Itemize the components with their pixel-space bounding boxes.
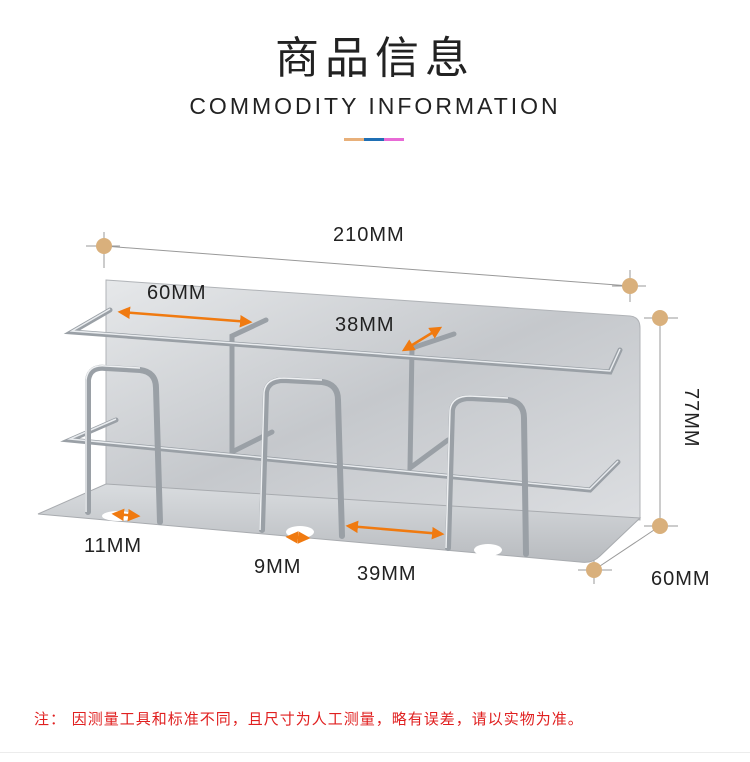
dim-cup-slot-depth: 38MM	[335, 314, 395, 336]
measurement-disclaimer: 注： 因测量工具和标准不同，且尺寸为人工测量，略有误差，请以实物为准。	[34, 710, 584, 728]
dim-small-gap: 11MM	[84, 535, 143, 557]
dimension-markers	[96, 238, 668, 578]
marker-dot	[586, 562, 602, 578]
dim-center-gap: 9MM	[254, 556, 302, 578]
dim-total-width: 210MM	[333, 224, 405, 246]
marker-dot	[652, 310, 668, 326]
brush-holders	[85, 364, 529, 557]
back-plate	[105, 279, 641, 521]
divider	[0, 752, 750, 753]
tray-notch	[474, 544, 502, 556]
measure-arrows	[111, 306, 445, 544]
accent-bar-2	[364, 138, 384, 141]
accent-bar-3	[384, 138, 404, 141]
page-subtitle: COMMODITY INFORMATION	[189, 93, 561, 119]
marker-dot	[652, 518, 668, 534]
dim-cup-slot-width: 60MM	[147, 282, 207, 304]
wire-rails-highlight	[67, 308, 621, 490]
dim-height: 77MM	[680, 388, 702, 448]
marker-dot	[96, 238, 112, 254]
brush-holders-highlight	[85, 365, 509, 549]
marker-dot	[622, 278, 638, 294]
dim-depth: 60MM	[651, 568, 711, 590]
dim-holder-gap: 39MM	[357, 563, 417, 585]
accent-bar-1	[344, 138, 364, 141]
page-title: 商品信息	[275, 33, 475, 84]
